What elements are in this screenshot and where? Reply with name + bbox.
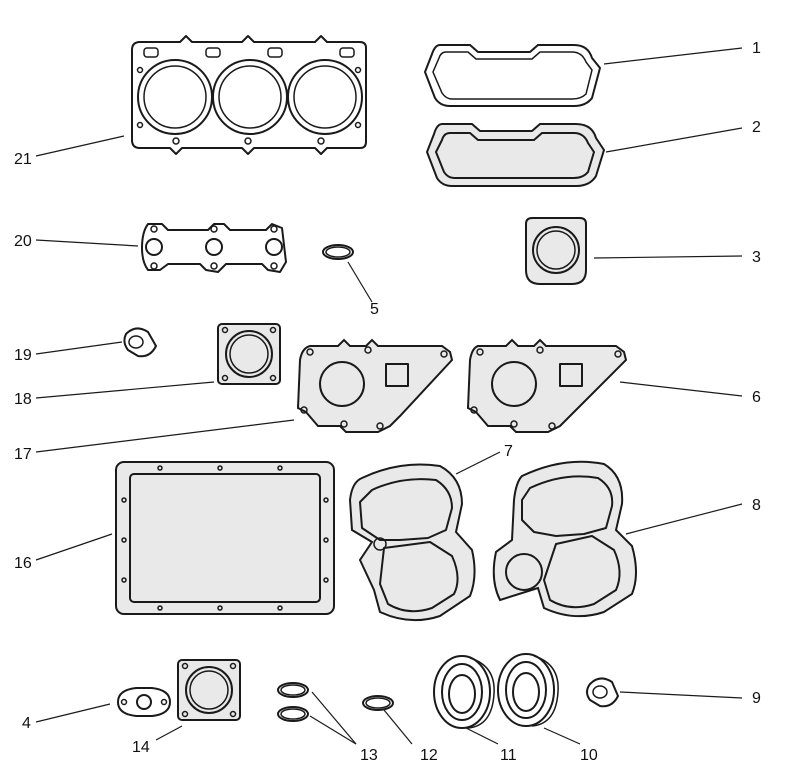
part-17-pump-mounting-gasket (296, 338, 454, 433)
part-3-square-gasket (525, 217, 587, 285)
callout-17: 17 (14, 446, 32, 463)
callout-16: 16 (14, 555, 32, 572)
leader-lines (35, 47, 743, 745)
part-12-o-ring (362, 695, 394, 711)
callout-21: 21 (14, 151, 32, 168)
callout-12: 12 (420, 747, 438, 764)
callout-1: 1 (752, 40, 761, 57)
callout-13: 13 (360, 747, 378, 764)
part-11-crankshaft-seal (433, 655, 495, 729)
part-10-crankshaft-seal (497, 653, 559, 727)
callout-labels: 1 2 3 6 7 8 9 10 11 12 13 14 5 21 20 19 … (14, 40, 761, 764)
callout-4: 4 (22, 715, 31, 732)
part-2-rocker-cover-gasket (425, 123, 606, 187)
callout-11: 11 (500, 747, 517, 764)
callout-3: 3 (752, 249, 761, 266)
callout-6: 6 (752, 389, 761, 406)
part-19-small-seal (123, 327, 157, 358)
part-4-flange-gasket (117, 687, 171, 717)
callout-8: 8 (752, 497, 761, 514)
callout-18: 18 (14, 391, 32, 408)
part-14-square-gasket (177, 659, 241, 721)
callout-10: 10 (580, 747, 598, 764)
part-6-pump-mounting-gasket (466, 338, 628, 433)
part-16-oil-pan-gasket (115, 461, 335, 615)
part-7-timing-cover-gasket (348, 463, 476, 622)
part-21-cylinder-head-gasket (131, 35, 367, 155)
callout-20: 20 (14, 233, 32, 250)
part-9-small-seal (586, 677, 619, 708)
part-1-rocker-cover-gasket (424, 44, 601, 107)
callout-5: 5 (370, 301, 379, 318)
callout-19: 19 (14, 347, 32, 364)
part-18-square-gasket (217, 323, 281, 385)
callout-14: 14 (132, 739, 150, 756)
part-13-o-rings (277, 682, 309, 722)
part-8-timing-cover-gasket (492, 460, 637, 618)
part-20-manifold-gasket (141, 223, 287, 273)
callout-2: 2 (752, 119, 761, 136)
callout-7: 7 (504, 443, 513, 460)
part-5-o-ring (322, 244, 354, 260)
callout-9: 9 (752, 690, 761, 707)
